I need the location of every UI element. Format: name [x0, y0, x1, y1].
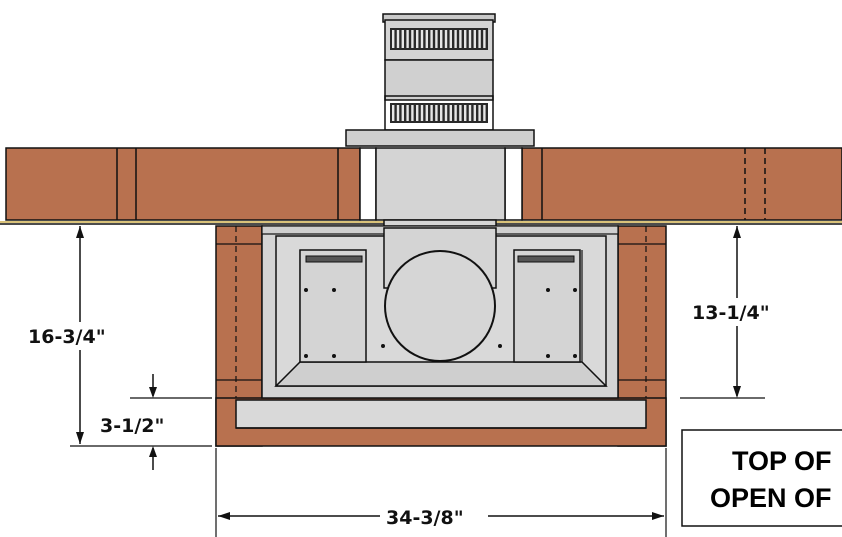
- vent-slat: [392, 30, 395, 48]
- vent-slat: [430, 30, 433, 48]
- dim-overall-height: 16-3/4": [22, 226, 212, 447]
- vent-slat: [435, 105, 438, 121]
- right-panel-top: [517, 255, 575, 263]
- flue-collar: [384, 250, 496, 362]
- header-beam: [0, 147, 842, 225]
- dim-base-height: 3-1/2": [100, 374, 212, 470]
- vent-slat: [420, 105, 424, 121]
- chimney-upper-vent: [390, 28, 488, 50]
- vent-slat: [468, 30, 472, 48]
- vent-slat: [444, 30, 448, 48]
- header-beam-right: [521, 147, 842, 221]
- vent-slat: [430, 105, 433, 121]
- dim-overall-width-label: 34-3/8": [386, 507, 464, 529]
- vent-slat: [401, 30, 404, 48]
- vent-slat: [406, 105, 409, 121]
- dim-arrow-top: [76, 226, 84, 238]
- vent-slat: [425, 105, 428, 121]
- vent-slat: [425, 30, 428, 48]
- vent-slat: [464, 30, 467, 48]
- vent-slat: [444, 105, 448, 121]
- screw: [304, 354, 308, 358]
- vent-slat: [449, 30, 452, 48]
- vent-slat: [454, 105, 457, 121]
- dim-base-arrow-down: [149, 446, 157, 457]
- dim-opening-height-label: 13-1/4": [692, 302, 770, 324]
- vent-slat: [440, 105, 443, 121]
- vent-slat: [396, 105, 400, 121]
- vent-slat: [473, 30, 476, 48]
- note-line-1: TOP OF: [732, 446, 832, 476]
- right-panel: [513, 249, 581, 363]
- dim-opening-arrow-top: [733, 226, 741, 238]
- screw: [573, 354, 577, 358]
- duct-body: [375, 147, 506, 221]
- vent-slat: [478, 30, 481, 48]
- vent-slat: [483, 105, 486, 121]
- screw: [546, 288, 550, 292]
- vent-slat: [478, 105, 481, 121]
- dim-width-label-bg: [380, 502, 488, 530]
- dim-arrow-bottom: [76, 432, 84, 444]
- firebox: [261, 225, 619, 399]
- vent-slat: [459, 30, 462, 48]
- vent-slat: [468, 105, 472, 121]
- screw: [546, 354, 550, 358]
- base-top-plate: [235, 399, 647, 429]
- dim-base-height-label: 3-1/2": [100, 415, 164, 437]
- dim-width-arrow-right: [652, 512, 664, 520]
- chimney-mid-body: [384, 59, 494, 101]
- vent-slat: [454, 30, 457, 48]
- dim-base-arrow-up: [149, 387, 157, 398]
- chimney-lower-vent: [390, 103, 488, 123]
- dim-overall-width: 34-3/8": [215, 448, 667, 537]
- note-box-frame: [681, 429, 842, 527]
- dim-overall-height-label: 16-3/4": [28, 326, 106, 348]
- left-panel-top: [305, 255, 363, 263]
- vent-slat: [411, 105, 414, 121]
- vent-slat: [464, 105, 467, 121]
- vent-slat: [416, 105, 419, 121]
- vent-slat: [411, 30, 414, 48]
- vent-slat: [396, 30, 400, 48]
- upper-vent-slats: [392, 30, 486, 48]
- dim-opening-arrow-bottom: [733, 386, 741, 398]
- duct-gap-right: [504, 147, 523, 221]
- vent-slat: [440, 30, 443, 48]
- duct-gap-left: [359, 147, 377, 221]
- lower-vent-slats: [392, 105, 486, 121]
- chimney-flange: [345, 129, 535, 147]
- dim-label-bg: [22, 322, 140, 350]
- firebox-floor: [274, 361, 608, 387]
- vent-slat: [483, 30, 486, 48]
- screw: [381, 344, 385, 348]
- vent-slat: [392, 105, 395, 121]
- screw: [498, 344, 502, 348]
- vent-slat: [401, 105, 404, 121]
- vent-slat: [416, 30, 419, 48]
- header-beam-left: [5, 147, 361, 221]
- vent-slat: [435, 30, 438, 48]
- screw: [573, 288, 577, 292]
- dim-width-arrow-left: [218, 512, 230, 520]
- left-panel: [299, 249, 367, 363]
- base-platform: [215, 397, 667, 447]
- note-box: TOP OF OPEN OF: [681, 429, 842, 527]
- vent-slat: [449, 105, 452, 121]
- note-line-2: OPEN OF: [710, 483, 832, 513]
- vent-slat: [459, 105, 462, 121]
- dim-opening-height: 13-1/4": [680, 226, 790, 399]
- dim-opening-label-bg: [686, 298, 790, 326]
- vent-slat: [420, 30, 424, 48]
- panel-screws: [304, 288, 577, 358]
- screw: [332, 354, 336, 358]
- vent-slat: [406, 30, 409, 48]
- vent-slat: [473, 105, 476, 121]
- screw: [304, 288, 308, 292]
- screw: [332, 288, 336, 292]
- chimney-pipe: [345, 13, 535, 147]
